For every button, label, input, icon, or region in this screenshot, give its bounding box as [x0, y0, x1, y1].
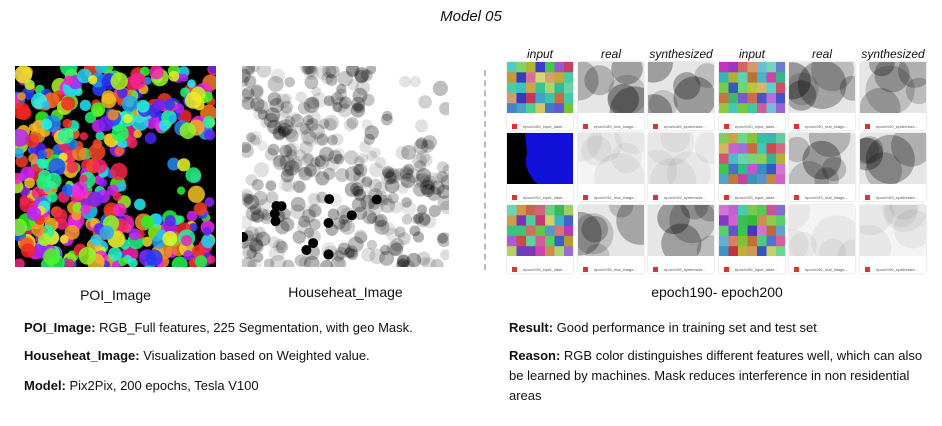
- result-thumbnail[interactable]: epoch195_real_image...: [558, 193, 666, 273]
- file-icon: [583, 124, 588, 129]
- file-icon: [653, 195, 658, 200]
- result-thumbnail[interactable]: epoch189_real_image...: [558, 52, 660, 137]
- result-thumbnail[interactable]: epoch195_input_label...: [507, 205, 574, 273]
- file-icon: [794, 267, 799, 272]
- result-thumbnail[interactable]: epoch192_synthesize...: [636, 116, 729, 205]
- result-thumbnail[interactable]: epoch193_real_image...: [784, 115, 855, 202]
- file-name: epoch193_real_image...: [805, 195, 848, 200]
- file-icon: [794, 124, 799, 129]
- file-icon: [512, 124, 517, 129]
- poi-caption: POI_Image: [80, 287, 151, 303]
- result-thumbnail[interactable]: epoch190_real_image...: [773, 48, 865, 130]
- file-name: epoch193_input_label...: [735, 195, 778, 200]
- column-header: input: [526, 47, 554, 61]
- file-icon: [653, 124, 658, 129]
- file-name: epoch195_synthesize...: [664, 267, 707, 272]
- file-icon: [512, 267, 517, 272]
- file-icon: [583, 195, 588, 200]
- file-name: epoch192_real_image...: [594, 195, 637, 200]
- file-icon: [865, 267, 870, 272]
- file-name: epoch189_synthesize...: [664, 124, 707, 129]
- poi-description: POI_Image: RGB_Full features, 225 Segmen…: [24, 320, 413, 335]
- result-thumbnail[interactable]: epoch196_real_image...: [768, 188, 870, 273]
- file-name: epoch189_real_image...: [594, 124, 637, 129]
- result-thumbnail[interactable]: epoch193_synthesize...: [850, 125, 933, 201]
- file-icon: [583, 267, 588, 272]
- file-icon: [865, 124, 870, 129]
- result-text: Result: Good performance in training set…: [509, 320, 817, 335]
- column-header: input: [738, 47, 766, 61]
- file-name: epoch190_input_label...: [735, 124, 778, 129]
- result-thumbnail[interactable]: epoch190_input_label...: [719, 62, 786, 130]
- result-thumbnail[interactable]: epoch195_synthesize...: [648, 188, 728, 273]
- file-name: epoch190_synthesize...: [876, 124, 919, 129]
- result-thumbnail[interactable]: epoch190_synthesize...: [859, 50, 933, 130]
- result-thumbnail[interactable]: epoch192_input_label...: [507, 133, 573, 201]
- file-name: epoch195_input_label...: [523, 267, 566, 272]
- househeat-caption: Househeat_Image: [288, 284, 403, 300]
- reason-text: Reason: RGB color distinguishes differen…: [509, 348, 923, 403]
- column-header: synthesized: [649, 47, 713, 61]
- result-thumbnail[interactable]: epoch189_input_label...: [507, 62, 574, 130]
- file-icon: [653, 267, 658, 272]
- epoch-caption: epoch190- epoch200: [651, 284, 783, 300]
- file-icon: [724, 267, 729, 272]
- file-icon: [512, 195, 517, 200]
- file-icon: [794, 195, 799, 200]
- divider: [484, 70, 486, 270]
- file-icon: [724, 124, 729, 129]
- column-header: real: [600, 47, 621, 61]
- page-title: Model 05: [440, 8, 502, 25]
- househeat-description: Househeat_Image: Visualization based on …: [24, 348, 370, 363]
- househeat-image: [242, 66, 449, 267]
- result-thumbnail[interactable]: epoch189_synthesize...: [633, 43, 720, 131]
- file-name: epoch196_input_label...: [735, 267, 778, 272]
- result-thumbnail[interactable]: epoch192_real_image...: [557, 114, 654, 204]
- result-thumbnail[interactable]: epoch196_synthesize...: [844, 187, 933, 273]
- result-thumbnail[interactable]: epoch196_input_label...: [719, 205, 786, 273]
- result-thumbnail[interactable]: epoch193_input_label...: [719, 133, 786, 201]
- file-name: epoch195_real_image...: [594, 267, 637, 272]
- model-description: Model: Pix2Pix, 200 epochs, Tesla V100: [24, 378, 259, 393]
- column-header: real: [811, 47, 832, 61]
- file-name: epoch196_synthesize...: [876, 267, 919, 272]
- file-name: epoch196_real_image...: [805, 267, 848, 272]
- column-header: synthesized: [861, 47, 925, 61]
- file-icon: [724, 195, 729, 200]
- file-name: epoch192_input_label...: [523, 195, 566, 200]
- file-name: epoch189_input_label...: [523, 124, 566, 129]
- file-name: epoch190_real_image...: [805, 124, 848, 129]
- file-name: epoch193_synthesize...: [876, 195, 919, 200]
- file-name: epoch192_synthesize...: [664, 195, 707, 200]
- poi-image: [15, 66, 216, 267]
- file-icon: [865, 195, 870, 200]
